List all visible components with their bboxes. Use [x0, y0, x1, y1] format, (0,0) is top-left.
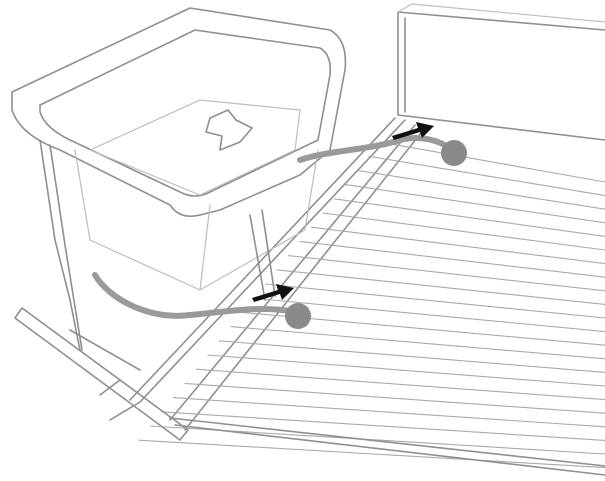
- straps: [92, 135, 467, 329]
- tighten-arrows: [252, 122, 434, 302]
- bed-slat: [207, 354, 605, 387]
- bed-slat: [184, 382, 605, 414]
- bed-slat: [264, 283, 605, 319]
- bed-slat: [218, 340, 605, 373]
- bed-slat: [368, 155, 605, 197]
- bed-slat: [333, 198, 605, 237]
- bed-foot-rail: [169, 417, 605, 476]
- bed-slats: [138, 141, 605, 469]
- bed-rail-inner: [169, 124, 426, 431]
- upper-strap-knob-icon: [441, 140, 467, 166]
- bassinet-mattress: [88, 99, 301, 196]
- bed-slat: [161, 411, 605, 441]
- upper-tighten-arrow-icon: [392, 122, 434, 140]
- bassinet: [11, 7, 347, 441]
- lower-direction-arrow-icon: [205, 109, 253, 151]
- bed: [109, 3, 605, 476]
- lower-strap: [92, 272, 299, 319]
- bed-slat: [230, 326, 605, 360]
- bed-headboard-top-edge: [397, 3, 605, 23]
- bed-slat: [310, 226, 605, 265]
- bed-side-rail: [109, 117, 406, 421]
- bassinet-outer-rim: [11, 7, 347, 218]
- bassinet-basket-depth: [74, 149, 319, 291]
- bassinet-leg-right: [249, 209, 276, 301]
- lower-tighten-arrow-icon: [252, 284, 294, 302]
- bassinet-leg-left: [39, 139, 83, 351]
- bed-slat: [172, 397, 605, 428]
- bed-slat: [287, 255, 605, 292]
- bed-slat: [356, 169, 605, 210]
- bed-slat: [299, 240, 605, 278]
- bassinet-base-crossbar: [69, 329, 141, 396]
- lower-strap-knob-icon: [285, 303, 311, 329]
- bed-slat: [138, 439, 605, 469]
- upper-strap: [297, 135, 455, 163]
- bed-slat: [322, 212, 605, 251]
- bed-slat: [195, 368, 605, 401]
- bed-slat: [253, 297, 605, 333]
- bassinet-inner-rim: [39, 29, 332, 197]
- bed-headboard: [397, 11, 605, 141]
- bassinet-base-runner: [14, 307, 189, 441]
- bed-slat: [345, 184, 605, 224]
- bed-slat: [276, 269, 605, 305]
- bed-slat: [379, 141, 605, 183]
